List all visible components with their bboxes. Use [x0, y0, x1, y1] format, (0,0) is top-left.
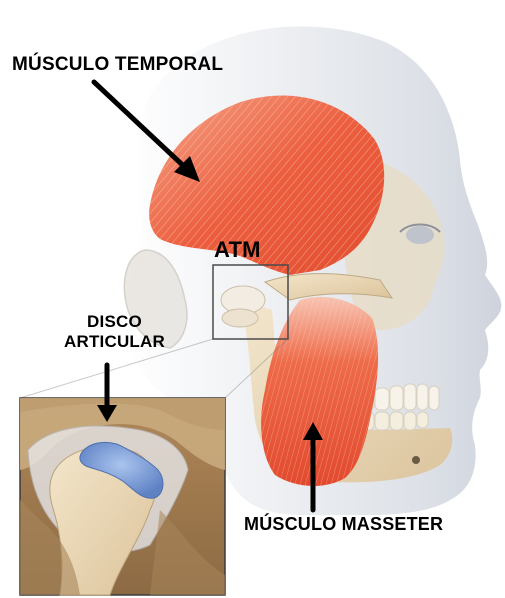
eye — [406, 226, 434, 244]
label-disco-line1: DISCO — [64, 312, 165, 332]
label-disco-line2: ARTICULAR — [64, 332, 165, 352]
label-disco-articular: DISCO ARTICULAR — [64, 312, 165, 352]
inset-detail — [20, 398, 225, 595]
mental-foramen — [412, 456, 420, 464]
label-musculo-masseter: MÚSCULO MASSETER — [244, 514, 443, 535]
label-atm: ATM — [214, 237, 261, 263]
label-musculo-temporal: MÚSCULO TEMPORAL — [12, 54, 223, 76]
